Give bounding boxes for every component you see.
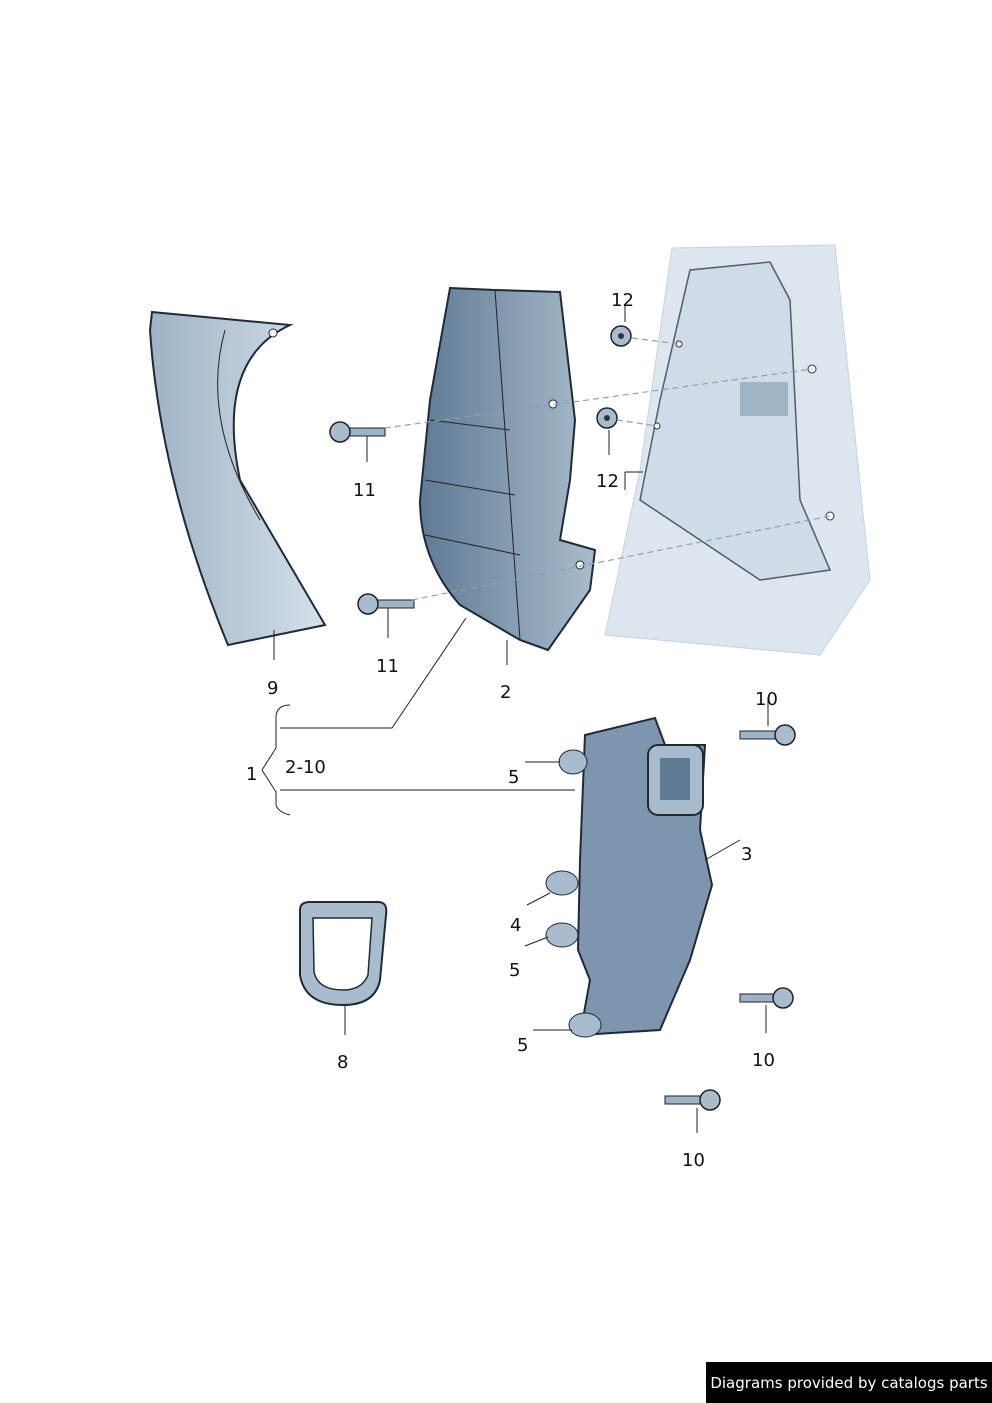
bulb-5-middle — [545, 922, 579, 948]
label-2: 2 — [500, 682, 511, 703]
bulb-4 — [545, 870, 579, 896]
footer-credit: Diagrams provided by catalogs parts — [706, 1362, 992, 1403]
part-2-tail-light — [418, 286, 597, 652]
nut-12-bottom-icon — [596, 407, 618, 429]
label-1: 1 — [246, 764, 257, 785]
vehicle-body-panel — [604, 244, 871, 656]
screw-10-bottom-icon — [664, 1089, 721, 1111]
screw-10-top-icon — [739, 724, 796, 746]
label-10-middle: 10 — [752, 1050, 775, 1071]
label-11-top: 11 — [353, 480, 376, 501]
label-10-bottom: 10 — [682, 1150, 705, 1171]
part-3-bulb-holder — [576, 716, 714, 1037]
label-10-top: 10 — [755, 689, 778, 710]
label-3: 3 — [741, 844, 752, 865]
label-9: 9 — [267, 678, 278, 699]
screw-10-middle-icon — [739, 987, 794, 1009]
label-5-bottom: 5 — [517, 1035, 528, 1056]
screw-11-bottom-icon — [357, 593, 415, 615]
part-9-trim-panel — [148, 310, 327, 647]
label-5-top: 5 — [508, 767, 519, 788]
label-2-10: 2-10 — [285, 757, 326, 778]
label-12-top: 12 — [611, 290, 634, 311]
nut-12-top-icon — [610, 325, 632, 347]
label-11-bottom: 11 — [376, 656, 399, 677]
bulb-5-bottom — [568, 1012, 602, 1038]
label-12-bottom: 12 — [596, 471, 619, 492]
screw-11-top-icon — [329, 421, 386, 443]
label-5-middle: 5 — [509, 960, 520, 981]
label-4: 4 — [510, 915, 521, 936]
bulb-5-top — [558, 749, 588, 775]
label-8: 8 — [337, 1052, 348, 1073]
